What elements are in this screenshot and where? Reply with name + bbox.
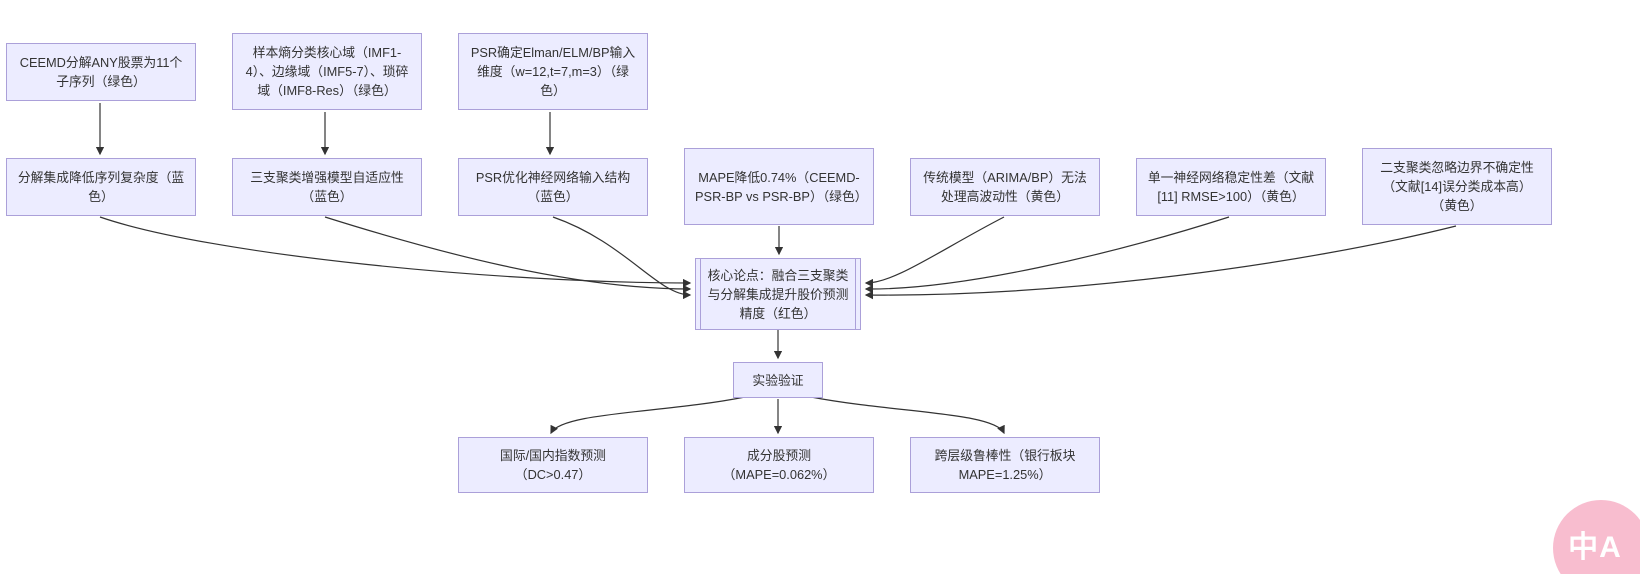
node-core-thesis: 核心论点：融合三支聚类与分解集成提升股价预测精度（红色） <box>695 258 861 330</box>
node-two-way-clustering-limitation: 二支聚类忽略边界不确定性（文献[14]误分类成本高）（黄色） <box>1362 148 1552 225</box>
node-index-prediction: 国际/国内指数预测（DC>0.47） <box>458 437 648 493</box>
core-inner-border-left <box>700 259 701 329</box>
edge-experiment-robustness <box>810 396 1005 435</box>
node-single-nn-limitation: 单一神经网络稳定性差（文献[11] RMSE>100）（黄色） <box>1136 158 1326 216</box>
node-psr-input-dimension: PSR确定Elman/ELM/BP输入维度（w=12,t=7,m=3）（绿色） <box>458 33 648 110</box>
node-mape-reduction: MAPE降低0.74%（CEEMD-PSR-BP vs PSR-BP）（绿色） <box>684 148 874 225</box>
edge-psropt-core <box>552 216 692 300</box>
node-experiment-validation: 实验验证 <box>733 362 823 398</box>
node-constituent-stock-prediction: 成分股预测（MAPE=0.062%） <box>684 437 874 493</box>
translate-badge-label: 中A <box>1568 531 1622 564</box>
edge-traditional-core <box>864 216 1005 288</box>
node-traditional-model-limitation: 传统模型（ARIMA/BP）无法处理高波动性（黄色） <box>910 158 1100 216</box>
edge-threeway-core <box>324 216 692 294</box>
node-ceemd-decomposition: CEEMD分解ANY股票为11个子序列（绿色） <box>6 43 196 101</box>
edge-twoway-core <box>864 225 1457 300</box>
edge-experiment-indexpred <box>550 396 746 435</box>
translate-badge-button[interactable]: 中A <box>1553 500 1640 574</box>
core-thesis-label: 核心论点：融合三支聚类与分解集成提升股价预测精度（红色） <box>707 267 849 321</box>
node-psr-optimization-benefit: PSR优化神经网络输入结构（蓝色） <box>458 158 648 216</box>
edge-singlenn-core <box>864 216 1230 294</box>
node-decomposition-ensemble-benefit: 分解集成降低序列复杂度（蓝色） <box>6 158 196 216</box>
edge-decomp-core <box>99 216 692 288</box>
node-cross-level-robustness: 跨层级鲁棒性（银行板块 MAPE=1.25%） <box>910 437 1100 493</box>
node-three-way-clustering-benefit: 三支聚类增强模型自适应性（蓝色） <box>232 158 422 216</box>
node-sample-entropy-classification: 样本熵分类核心域（IMF1-4）、边缘域（IMF5-7）、琐碎域（IMF8-Re… <box>232 33 422 110</box>
core-inner-border-right <box>855 259 856 329</box>
